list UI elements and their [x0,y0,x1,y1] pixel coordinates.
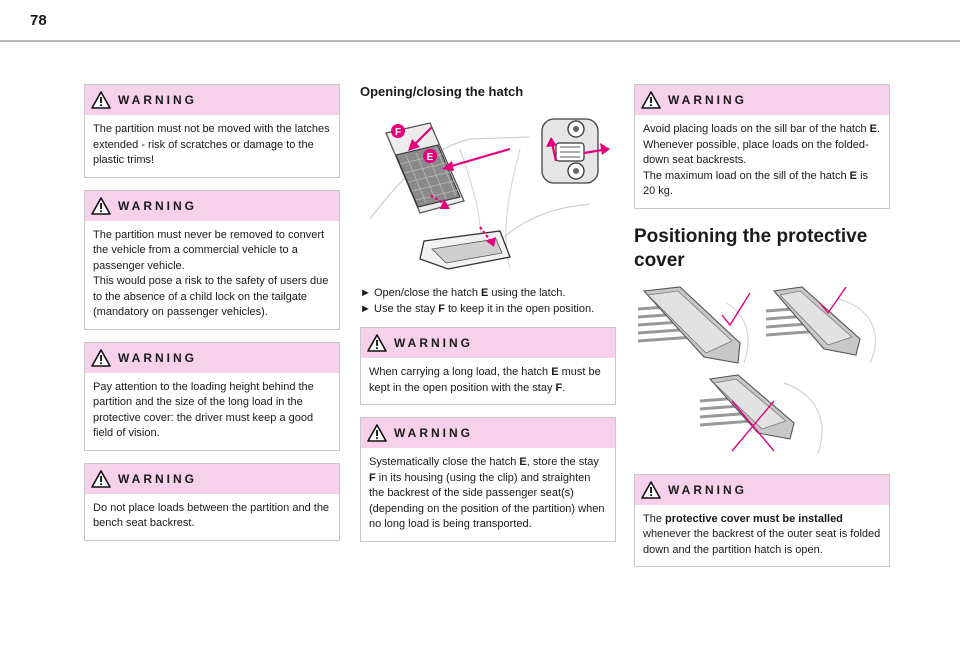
warning-title: WARNING [668,482,747,497]
warning-text: The protective cover must be installed w… [635,505,889,567]
bullet-marker: ► [360,302,371,315]
warning-box: WARNING Pay attention to the loading hei… [84,341,340,451]
warning-text: Pay attention to the loading height behi… [85,373,339,450]
warning-paragraph: The maximum load on the sill of the hatc… [643,169,881,200]
warning-text: The partition must not be moved with the… [85,115,339,177]
text-run: E [869,123,878,135]
warning-title: WARNING [394,426,473,440]
header-rule [0,40,960,42]
warning-paragraph: Systematically close the hatch E, store … [369,455,607,533]
cover-position-correct-2 [765,285,876,363]
list-item-text: Use the stay F to keep it in the open po… [374,302,594,318]
section-heading: Positioning the protective cover [634,225,868,271]
text-run: Systematically close the hatch [369,456,520,468]
warning-header: WARNING [85,463,339,494]
warning-text: The partition must never be removed to c… [85,221,339,329]
text-run: E [519,456,527,468]
warning-paragraph: When carrying a long load, the hatch E m… [369,365,607,396]
warning-triangle-icon [91,469,111,488]
warning-box: WARNING The partition must never be remo… [84,189,340,330]
section-heading: Opening/closing the hatch [360,84,524,99]
warning-header: WARNING [85,342,339,373]
warning-title: WARNING [118,93,197,107]
warning-header: WARNING [635,85,889,115]
text-run: E [849,169,858,182]
right-column: WARNING Avoid placing loads on the sill … [634,84,890,579]
warning-paragraph: The partition must never be removed to c… [93,228,325,272]
text-run: in its housing (using the clip) and stra… [369,471,605,531]
text-run: to keep it in the open position. [444,302,595,315]
text-run: F [369,471,376,484]
warning-triangle-icon [641,91,661,109]
left-column: WARNING The partition must not be moved … [84,84,340,553]
list-item: ► Use the stay F to keep it in the open … [360,302,616,318]
warning-box: WARNING When carrying a long load, the h… [360,327,616,405]
warning-header: WARNING [85,85,339,115]
text-run: F [438,302,445,315]
warning-header: WARNING [361,418,615,448]
cover-position-incorrect [699,373,823,453]
page-number: 78 [30,12,47,29]
warning-paragraph: The partition must not be moved with the… [93,123,330,166]
text-run: whenever the backrest of the outer seat … [643,528,881,556]
text-run: The maximum load on the sill of the hatc… [643,169,850,182]
warning-paragraph: Pay attention to the loading height behi… [93,380,314,440]
warning-paragraph: Avoid placing loads on the sill bar of t… [643,122,881,169]
warning-paragraph: Do not place loads between the partition… [93,501,330,530]
warning-header: WARNING [635,474,889,505]
text-run: The [643,512,666,525]
warning-paragraph: This would pose a risk to the safety of … [93,275,329,318]
cover-position-correct-1 [637,285,751,364]
warning-box: WARNING Systematically close the hatch E… [360,417,616,542]
callout-f: F [395,127,401,138]
warning-title: WARNING [118,471,197,486]
text-run: Open/close the hatch [374,287,482,299]
warning-box: WARNING Do not place loads between the p… [84,462,340,541]
warning-title: WARNING [118,350,197,365]
warning-box: WARNING Avoid placing loads on the sill … [634,84,890,209]
text-run: protective cover must be installed [665,512,843,525]
text-run: E [551,366,559,378]
warning-text: Do not place loads between the partition… [85,494,339,540]
warning-triangle-icon [91,196,111,215]
warning-title: WARNING [394,336,473,350]
protective-cover-illustration [637,285,876,453]
warning-text: Systematically close the hatch E, store … [361,448,615,541]
warning-title: WARNING [668,93,747,107]
text-run: . Whenever possible, place loads on the … [643,123,881,166]
warning-header: WARNING [85,190,339,221]
warning-triangle-icon [367,334,387,352]
text-run: Avoid placing loads on the sill bar of t… [643,123,870,135]
list-item: ► Open/close the hatch E using the latch… [360,286,616,302]
warning-triangle-icon [641,480,661,499]
warning-triangle-icon [367,424,387,442]
text-run: F [555,381,563,394]
warning-triangle-icon [91,348,111,367]
warning-triangle-icon [91,91,111,109]
hatch-illustration: F E [369,118,610,270]
text-run: , store the stay [526,456,599,468]
callout-e: E [427,152,434,163]
text-run: . [562,381,566,394]
warning-text: When carrying a long load, the hatch E m… [361,358,615,404]
text-run: When carrying a long load, the hatch [369,366,552,378]
middle-column: Opening/closing the hatch [360,84,616,554]
bullet-marker: ► [360,287,371,299]
warning-box: WARNING The protective cover must be ins… [634,473,890,567]
instruction-list: ► Open/close the hatch E using the latch… [360,286,616,317]
warning-title: WARNING [118,198,197,213]
text-run: Use the stay [374,302,439,315]
list-item-text: Open/close the hatch E using the latch. [374,286,565,302]
text-run: must be kept in the open position with t… [369,366,601,394]
warning-box: WARNING The partition must not be moved … [84,84,340,178]
text-run: E [481,287,489,299]
warning-text: Avoid placing loads on the sill bar of t… [635,115,889,208]
warning-paragraph: The protective cover must be installed w… [643,512,881,559]
text-run: is 20 kg. [643,169,869,198]
warning-header: WARNING [361,328,615,358]
text-run: using the latch. [488,287,566,299]
